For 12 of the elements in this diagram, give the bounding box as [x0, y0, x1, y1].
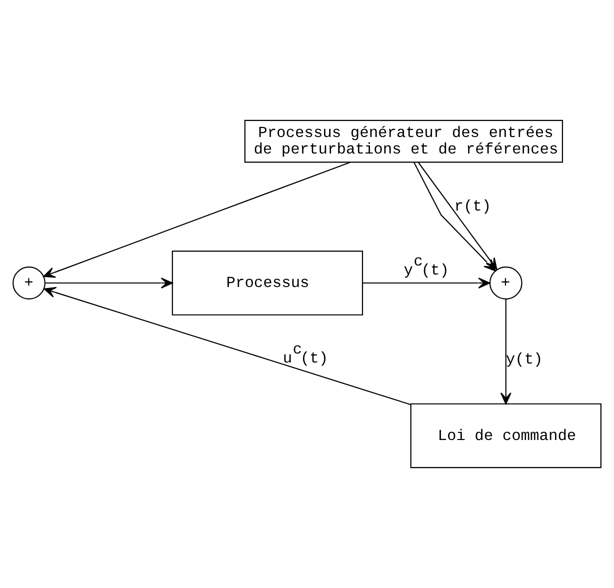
arrow: [43, 162, 351, 278]
arrow: [45, 278, 173, 288]
arrow: [44, 287, 411, 406]
arrow: [500, 299, 512, 404]
node-box: Loi de commande: [410, 403, 602, 468]
node-circle: +: [489, 266, 522, 300]
edge-label: y(t): [506, 350, 543, 368]
node-box: Processus: [172, 250, 364, 316]
edge-label: r(t): [454, 198, 492, 216]
node-box: Processus générateur des entrées de perturbations et de références: [244, 120, 564, 163]
arrow: [362, 278, 490, 288]
node-circle: +: [12, 266, 46, 300]
